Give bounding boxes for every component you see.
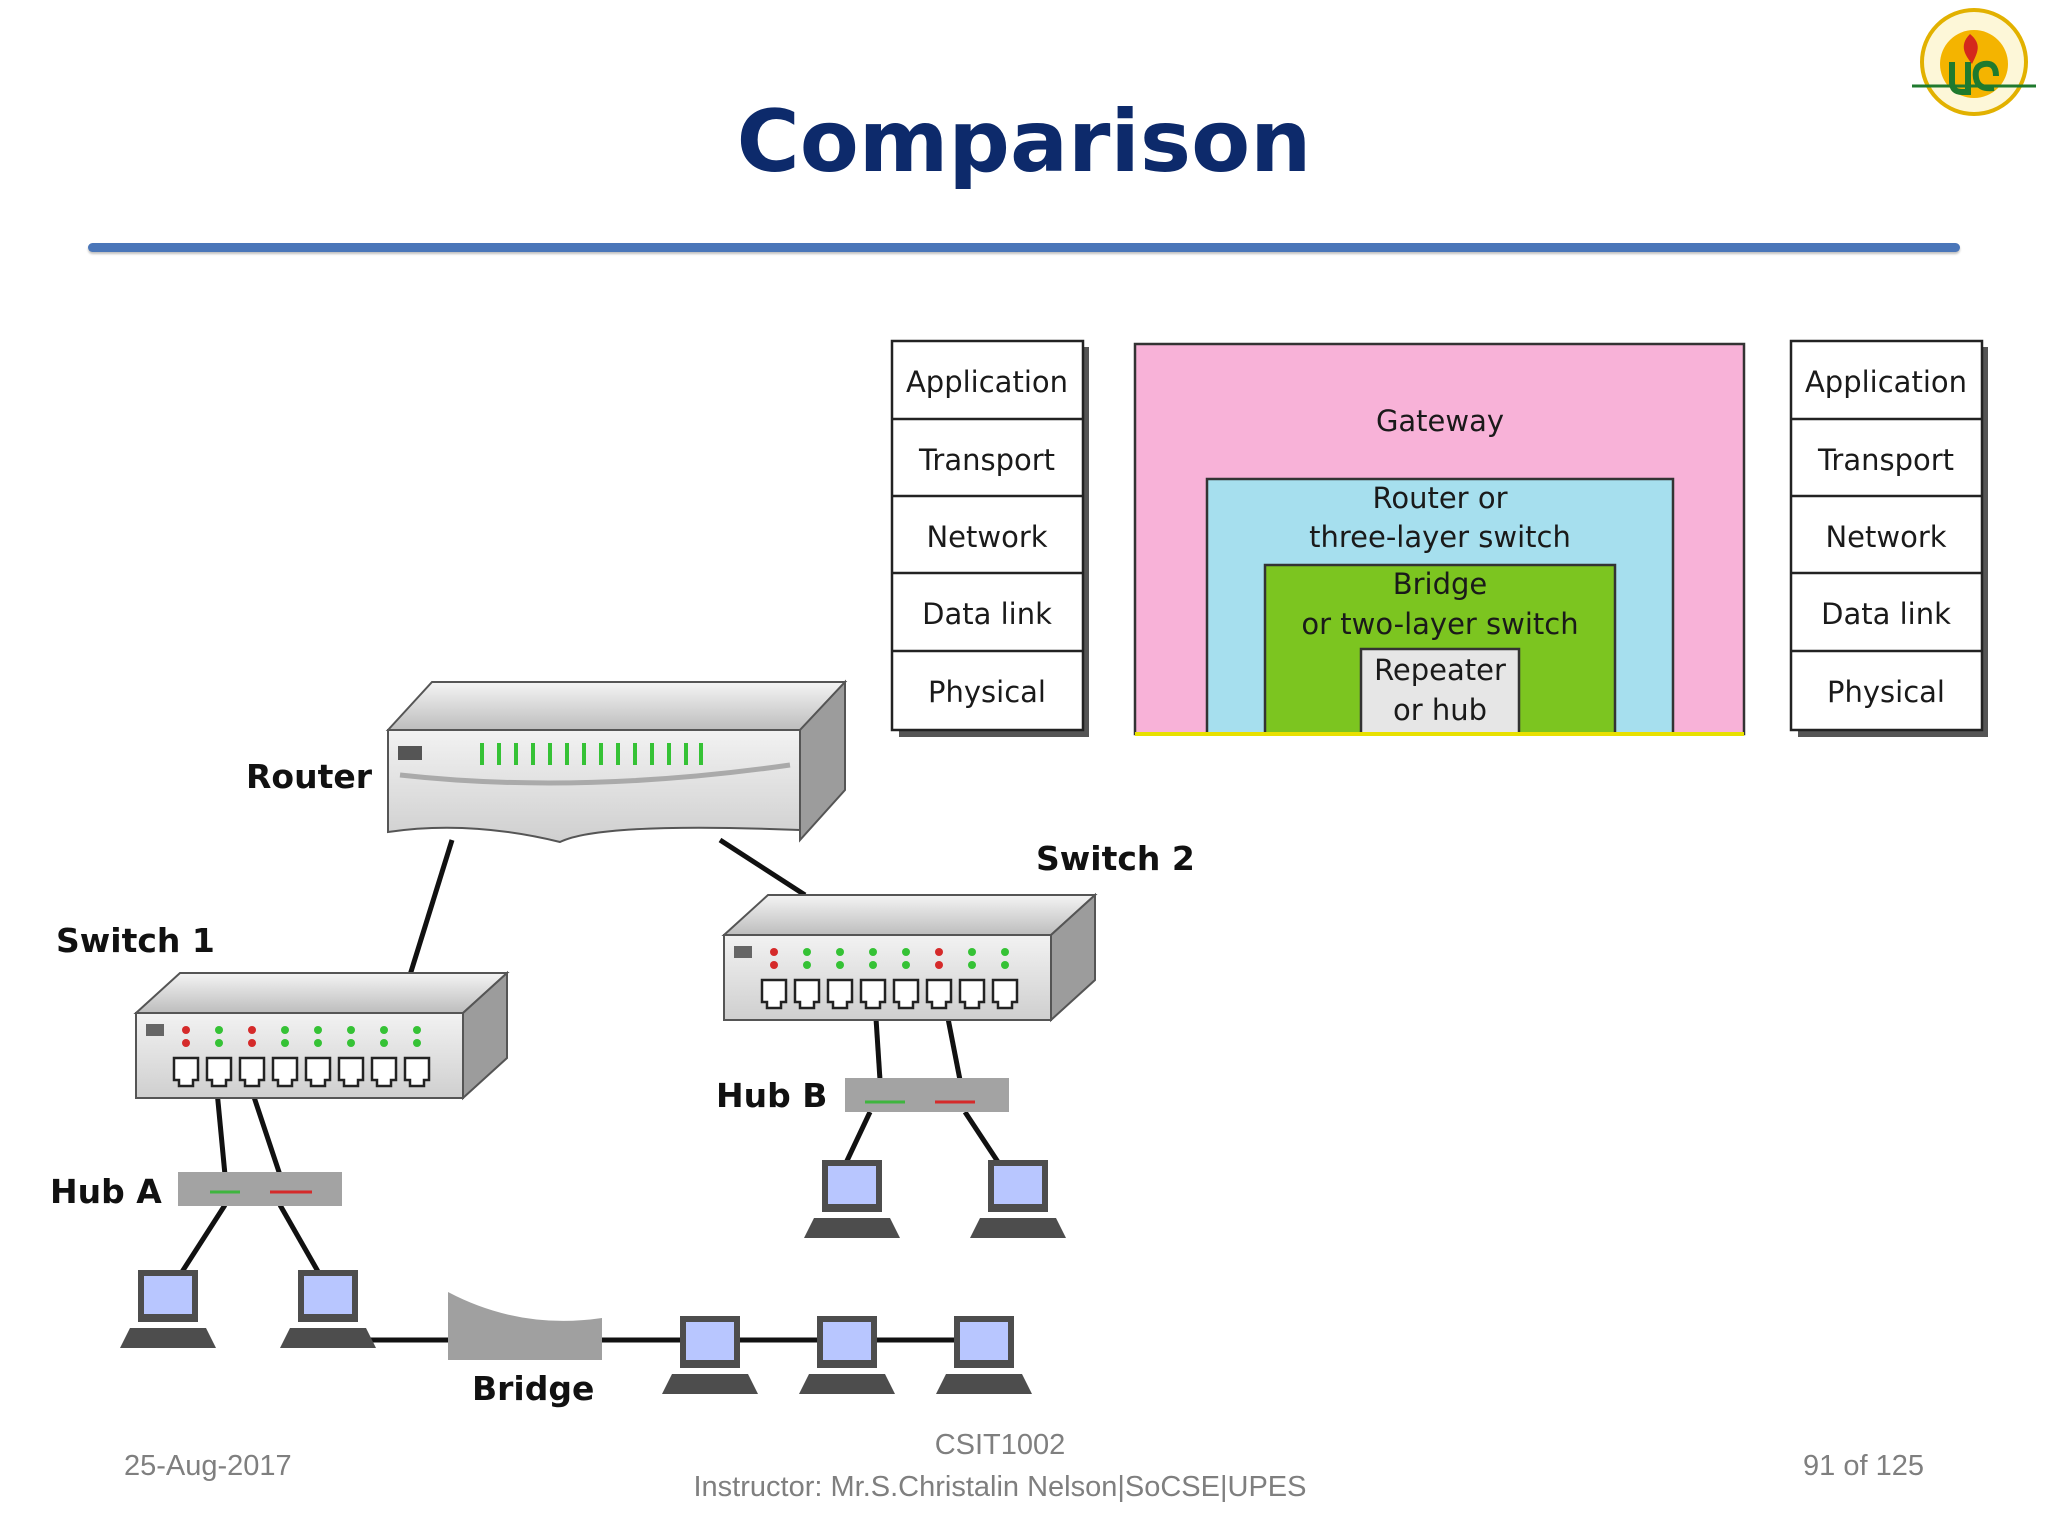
router-label-line1: Router or [1373,481,1508,515]
bridge-label-line1: Bridge [1393,567,1488,601]
layer-right-data-link: Data link [1821,597,1951,631]
switch-1-label: Switch 1 [56,921,215,960]
bridge-label: Bridge [472,1369,594,1408]
gateway-label: Gateway [1376,404,1504,438]
repeater-label-line1: Repeater [1374,653,1506,687]
router-label: Router [246,757,373,796]
bridge-device [448,1292,602,1360]
title-underline [88,243,1960,252]
slide-title: Comparison [736,92,1312,192]
switch-2-leds [770,948,1009,969]
layer-left-transport: Transport [918,443,1055,477]
repeater-box [1359,647,1521,736]
computer-icon [662,1316,758,1394]
layer-right-application: Application [1805,365,1967,399]
hub-a-device [178,1172,342,1206]
switch-1-leds [182,1026,421,1047]
university-logo [1912,8,2036,116]
hub-b-device [845,1078,1009,1112]
switch-1-ports [172,1056,431,1088]
computer-icon [970,1160,1066,1238]
footer-center: CSIT1002 Instructor: Mr.S.Christalin Nel… [560,1424,1440,1508]
footer-instructor: Instructor: Mr.S.Christalin Nelson|SoCSE… [693,1471,1307,1503]
computer-icon [280,1270,376,1348]
switch-2-device [721,892,1098,1023]
layer-left-physical: Physical [928,675,1046,709]
computer-icon [804,1160,900,1238]
flame-icon [1963,34,1978,64]
layer-stack-left: Application Transport Network Data link … [890,339,1089,737]
router-status-leds [480,743,703,765]
layer-left-network: Network [926,520,1047,554]
switch-2-ports [760,978,1019,1010]
device-layer-nesting: Gateway Router or three-layer switch Bri… [1133,342,1746,736]
layer-stack-right: Application Transport Network Data link … [1789,339,1988,737]
layer-right-network: Network [1825,520,1946,554]
computer-icon [936,1316,1032,1394]
router-device [385,679,848,844]
bridge-label-line2: or two-layer switch [1301,607,1578,641]
hub-b-label: Hub B [716,1076,827,1115]
switch-2-label: Switch 2 [1036,839,1195,878]
layer-left-data-link: Data link [922,597,1052,631]
hub-a-label: Hub A [50,1172,162,1211]
computer-icon [799,1316,895,1394]
layer-right-transport: Transport [1817,443,1954,477]
repeater-label-line2: or hub [1393,693,1487,727]
switch-1-device [133,970,510,1101]
footer-date: 25-Aug-2017 [124,1450,292,1482]
footer-course: CSIT1002 [934,1429,1066,1461]
layer-left-application: Application [906,365,1068,399]
computer-icon [120,1270,216,1348]
footer-page-number: 91 of 125 [1803,1450,1924,1482]
layer-right-physical: Physical [1827,675,1945,709]
router-label-line2: three-layer switch [1309,520,1571,554]
